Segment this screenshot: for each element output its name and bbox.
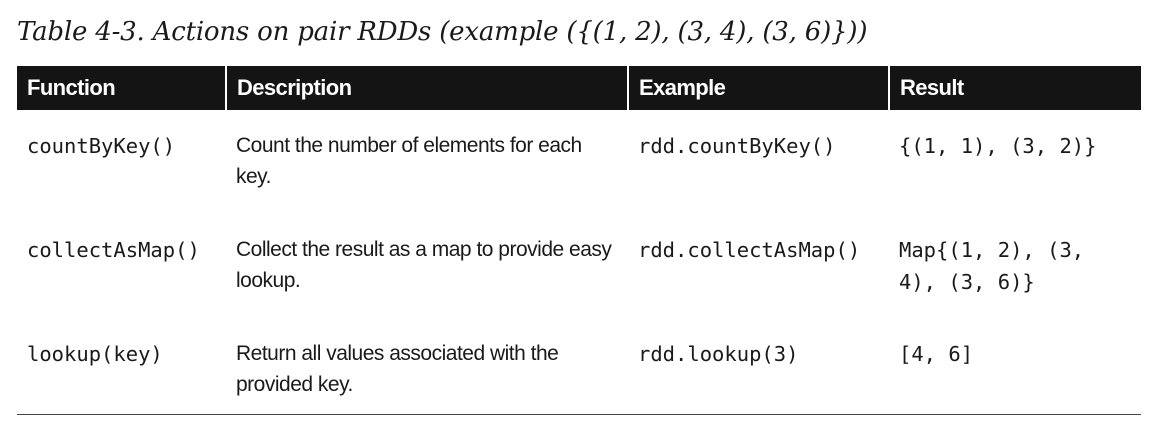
table-row: lookup(key) Return all values associated… [17, 318, 1141, 415]
cell-description: Collect the result as a map to provide e… [236, 238, 612, 292]
cell-result: [4, 6] [889, 318, 1141, 415]
header-description: Description [225, 66, 628, 110]
cell-example: rdd.lookup(3) [628, 318, 889, 415]
cell-result: {(1, 1), (3, 2)} [899, 134, 1097, 158]
table-row: countByKey() Count the number of element… [17, 110, 1141, 214]
cell-description: Count the number of elements for each ke… [236, 134, 582, 188]
table-row: collectAsMap() Collect the result as a m… [17, 214, 1141, 318]
cell-function: countByKey() [27, 134, 176, 158]
cell-description: Return all values associated with the pr… [226, 318, 628, 415]
cell-example: rdd.countByKey() [638, 134, 836, 158]
table-header-row: Function Description Example Result [17, 66, 1141, 110]
cell-result: Map{(1, 2), (3, 4), (3, 6)} [899, 238, 1085, 294]
cell-function: lookup(key) [17, 318, 226, 415]
header-result: Result [888, 66, 1141, 110]
table-caption: Table 4-3. Actions on pair RDDs (example… [17, 17, 868, 47]
document-page: Table 4-3. Actions on pair RDDs (example… [17, 14, 1141, 415]
pair-rdd-actions-table: Function Description Example Result coun… [17, 66, 1141, 415]
cell-example: rdd.collectAsMap() [638, 238, 861, 262]
header-function: Function [27, 75, 116, 100]
header-example: Example [627, 66, 889, 110]
cell-function: collectAsMap() [27, 238, 200, 262]
